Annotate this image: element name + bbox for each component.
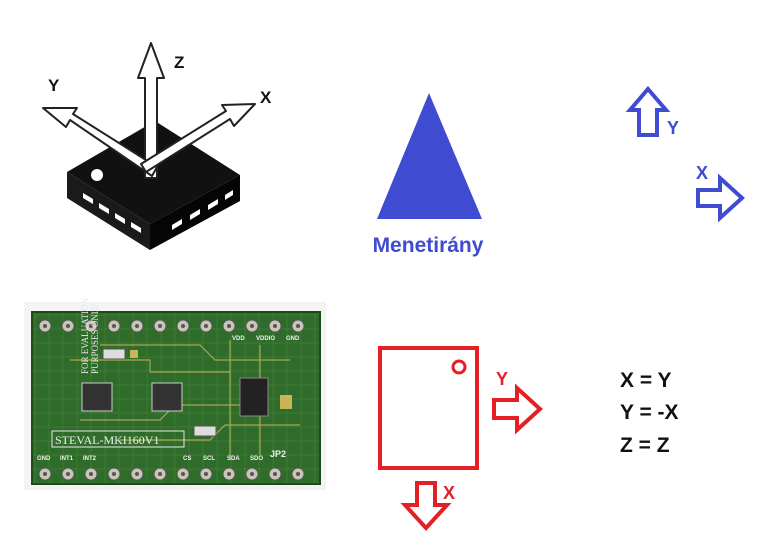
- pcb-top-label: GND: [286, 336, 300, 342]
- board-x-label: X: [696, 163, 708, 183]
- direction-indicator: Menetirány: [373, 93, 484, 257]
- pcb-pin-label: INT2: [83, 456, 97, 462]
- x-axis-label: X: [260, 88, 272, 107]
- board-y-arrow: [630, 89, 666, 135]
- pcb-pin-label: CS: [183, 456, 191, 462]
- mapping-line-2: Y = -X: [620, 401, 679, 424]
- sensor-y-arrow: [494, 388, 540, 430]
- board-y-label: Y: [667, 118, 679, 138]
- sensor-x-arrow: [405, 483, 447, 528]
- chip-axes-figure: Z Y X: [43, 43, 272, 250]
- pcb-top-label: VDDIO: [256, 336, 275, 342]
- y-axis-label: Y: [48, 76, 60, 95]
- pcb-side-text-1: FOR EVALUATION: [80, 297, 90, 374]
- pcb-pin-label: SCL: [203, 456, 215, 462]
- pcb-pin-label: GND: [37, 456, 51, 462]
- pcb-top-label: VDD: [232, 336, 245, 342]
- board-axes-figure: Y X: [630, 89, 742, 218]
- pcb-pin-label: INT1: [60, 456, 74, 462]
- pcb-board: FOR EVALUATION PURPOSES ONLY STEVAL-MKI1…: [24, 297, 326, 490]
- mapping-line-3: Z = Z: [620, 434, 670, 457]
- direction-label: Menetirány: [373, 234, 484, 257]
- direction-triangle: [377, 93, 482, 219]
- pcb-board-name: STEVAL-MKI160V1: [55, 433, 159, 447]
- pcb-pin-label: SDO: [250, 456, 263, 462]
- z-axis-label: Z: [174, 53, 184, 72]
- pcb-side-text-2: PURPOSES ONLY: [90, 303, 100, 374]
- mapping-line-1: X = Y: [620, 369, 672, 392]
- board-x-arrow: [698, 178, 742, 218]
- sensor-y-label: Y: [496, 369, 508, 389]
- pcb-jumper-label: JP2: [270, 449, 286, 459]
- axis-mapping: X = Y Y = -X Z = Z: [620, 369, 679, 457]
- sensor-pin1-mark: [453, 361, 465, 373]
- pcb-pin-label: SDA: [227, 456, 240, 462]
- sensor-x-label: X: [443, 483, 455, 503]
- sensor-orientation-figure: Y X: [380, 348, 540, 528]
- pin1-dot: [91, 169, 103, 181]
